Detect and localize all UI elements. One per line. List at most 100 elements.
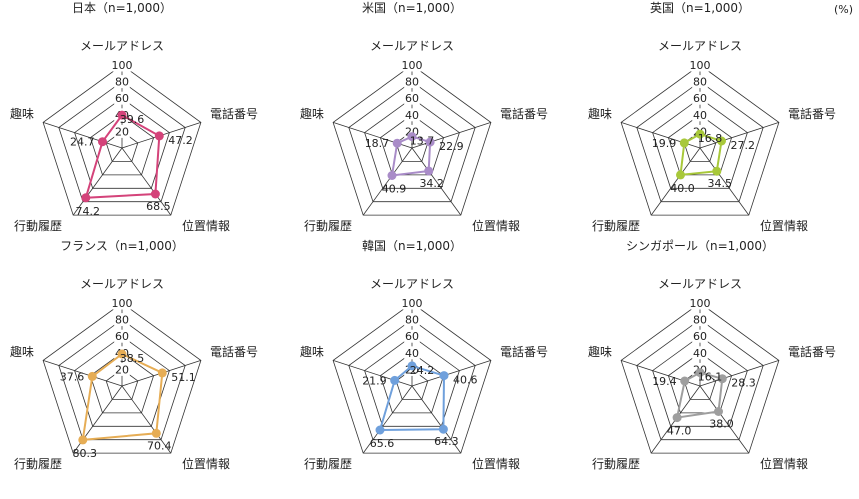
data-point-behavior: [81, 193, 91, 203]
grid-ring-60: [652, 335, 748, 427]
axis-label-email: メールアドレス: [370, 277, 454, 291]
spoke-behavior: [362, 147, 413, 216]
spoke-hobby: [42, 122, 123, 149]
spoke-phone: [699, 360, 780, 387]
tick-bg: [114, 313, 130, 327]
axis-label-behavior: 行動履歴: [304, 219, 352, 233]
tick-label: 100: [112, 59, 133, 72]
grid-ring-100: [332, 302, 492, 454]
value-label-hobby: 21.9: [362, 374, 387, 387]
tick-label: 80: [405, 76, 419, 89]
series-line: [81, 352, 164, 442]
axis-label-hobby: 趣味: [588, 344, 612, 359]
value-label-location: 34.2: [419, 177, 444, 190]
radar-chart-5: シンガポール（n=1,000）20406080100メールアドレス電話番号位置情…: [588, 239, 836, 471]
data-point-location: [714, 407, 723, 416]
data-point-behavior: [387, 171, 397, 180]
data-point-hobby: [679, 138, 689, 148]
tick-label: 100: [402, 59, 423, 72]
axis-label-email: メールアドレス: [658, 39, 742, 53]
tick-bg: [688, 296, 712, 310]
value-label-behavior: 40.0: [670, 182, 695, 195]
axis-label-phone: 電話番号: [788, 106, 836, 121]
value-label-location: 34.5: [708, 177, 733, 190]
tick-label: 40: [405, 347, 419, 360]
grid-ring-80: [58, 81, 186, 203]
spoke-hobby: [42, 360, 123, 387]
axis-label-phone: 電話番号: [500, 106, 548, 121]
tick-bg: [110, 296, 134, 310]
tick-bg: [114, 329, 130, 343]
data-point-behavior: [676, 170, 685, 180]
data-point-hobby: [98, 137, 107, 147]
chart-title: 韓国（n=1,000）: [362, 239, 462, 253]
value-label-location: 64.3: [434, 435, 459, 448]
data-point-email: [407, 361, 417, 371]
tick-bg: [110, 58, 134, 72]
data-point-location: [712, 166, 722, 176]
tick-bg: [688, 58, 712, 72]
tick-label: 60: [693, 330, 707, 343]
spoke-location: [699, 147, 750, 216]
tick-label: 80: [693, 314, 707, 327]
value-label-phone: 51.1: [171, 371, 196, 384]
tick-label: 80: [693, 76, 707, 89]
tick-bg: [404, 108, 420, 122]
tick-bg: [692, 313, 708, 327]
data-point-behavior: [672, 413, 682, 423]
tick-bg: [692, 91, 708, 105]
value-label-location: 70.4: [147, 439, 172, 452]
axis-label-location: 位置情報: [472, 218, 520, 233]
grid-ring-100: [332, 64, 492, 216]
data-point-location: [150, 189, 160, 199]
chart-title: 英国（n=1,000）: [650, 1, 750, 15]
grid-ring-40: [379, 114, 445, 176]
data-point-email: [695, 129, 705, 139]
tick-bg: [404, 346, 420, 360]
data-point-hobby: [390, 375, 400, 385]
tick-label: 100: [112, 297, 133, 310]
grid-ring-60: [74, 97, 170, 189]
axis-label-behavior: 行動履歴: [592, 219, 640, 233]
data-point-phone: [439, 371, 449, 381]
radar-chart-3: フランス（n=1,000）20406080100メールアドレス電話番号位置情報行…: [10, 239, 258, 471]
unit-label: (%): [834, 3, 853, 16]
tick-bg: [114, 75, 130, 89]
tick-label: 100: [690, 59, 711, 72]
tick-bg: [114, 362, 130, 376]
tick-bg: [400, 58, 424, 72]
tick-label: 60: [115, 92, 129, 105]
axis-label-behavior: 行動履歴: [14, 457, 62, 471]
axis-label-location: 位置情報: [182, 456, 230, 471]
grid-ring-100: [42, 64, 202, 216]
value-label-phone: 28.3: [731, 377, 756, 390]
axis-label-location: 位置情報: [760, 456, 808, 471]
value-label-hobby: 18.7: [365, 137, 390, 150]
grid-ring-40: [667, 352, 733, 414]
value-label-hobby: 19.9: [652, 137, 677, 150]
grid-ring-60: [74, 335, 170, 427]
axis-label-email: メールアドレス: [658, 277, 742, 291]
grid-ring-60: [364, 335, 460, 427]
chart-title: 日本（n=1,000）: [72, 1, 172, 15]
tick-label: 40: [693, 109, 707, 122]
value-label-hobby: 19.4: [652, 375, 677, 388]
data-point-phone: [157, 368, 167, 378]
grid-ring-60: [364, 97, 460, 189]
axis-label-hobby: 趣味: [10, 106, 34, 121]
spoke-behavior: [650, 147, 701, 216]
data-point-email: [117, 110, 127, 120]
tick-bg: [692, 75, 708, 89]
grid-ring-40: [379, 352, 445, 414]
grid-ring-100: [620, 64, 780, 216]
axis-label-behavior: 行動履歴: [592, 457, 640, 471]
grid-ring-80: [636, 319, 764, 441]
spoke-phone: [411, 122, 492, 149]
value-label-behavior: 74.2: [76, 205, 101, 218]
axis-label-hobby: 趣味: [588, 106, 612, 121]
data-point-phone: [154, 131, 164, 141]
tick-bg: [692, 108, 708, 122]
data-point-email: [695, 368, 705, 378]
axis-label-email: メールアドレス: [80, 277, 164, 291]
